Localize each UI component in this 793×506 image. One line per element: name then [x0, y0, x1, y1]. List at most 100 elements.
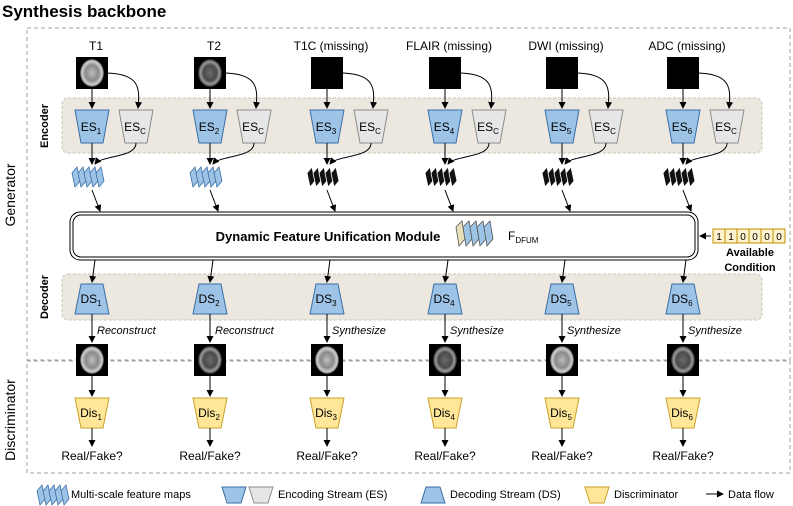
flow-arrow [559, 259, 567, 283]
condition-bit-cell [772, 228, 786, 244]
legend-decoder-icon [420, 486, 446, 504]
decoding-stream-block [665, 283, 701, 315]
common-encoding-stream-label: ESC [124, 120, 146, 136]
common-encoding-stream-block [471, 109, 507, 144]
decoding-stream-block [544, 283, 580, 315]
modality-name: T1 [89, 39, 103, 53]
condition-bit-value: 1 [716, 232, 722, 243]
decoding-stream-label: DS1 [80, 292, 102, 308]
decoding-stream-label: DS4 [433, 292, 455, 308]
encoding-stream-label: ES5 [551, 120, 572, 136]
discriminator-block [192, 397, 228, 429]
decoding-stream-block [309, 283, 345, 315]
common-encoding-stream-label: ESC [242, 120, 264, 136]
legend-feature-maps-icon [36, 484, 70, 506]
discriminator-label: Dis5 [550, 406, 572, 422]
legend-decoding: Decoding Stream (DS) [450, 489, 561, 501]
missing-input-image [667, 57, 699, 89]
decoding-stream-block [192, 283, 228, 315]
decoder-action-label: Reconstruct [97, 325, 157, 337]
real-fake-label: Real/Fake? [531, 449, 593, 463]
legend-encoder-gray-icon [248, 486, 274, 504]
decoding-stream-label: DS6 [671, 292, 693, 308]
flow-arrow [91, 189, 102, 212]
flow-arrow [564, 142, 607, 165]
condition-label-line2: Condition [724, 262, 776, 274]
legend-flow: Data flow [728, 489, 774, 501]
flow-arrow [456, 72, 496, 109]
real-fake-label: Real/Fake? [652, 449, 714, 463]
decoding-stream-label: DS2 [198, 292, 220, 308]
dfum-feature-stack-icon [455, 220, 494, 247]
common-encoding-stream-block [236, 109, 272, 144]
legend-feature-stack-shape [36, 484, 70, 506]
discriminator-label: Discriminator [2, 379, 18, 461]
decoder-action-label: Synthesize [567, 325, 621, 337]
discriminator-label: Dis6 [671, 406, 693, 422]
modality-name: ADC (missing) [648, 39, 725, 53]
condition-bit-value: 1 [728, 232, 734, 243]
feature-maps-icon [541, 166, 575, 188]
flow-arrow [212, 142, 255, 165]
encoding-stream-label: ES3 [316, 120, 337, 136]
common-encoding-stream-label: ESC [359, 120, 381, 136]
common-encoding-stream-block [118, 109, 154, 144]
encoding-stream-block [192, 109, 228, 144]
flow-arrow [324, 259, 332, 283]
flow-arrow [94, 142, 137, 165]
legend-encoding: Encoding Stream (ES) [278, 489, 387, 501]
flow-arrow [447, 142, 490, 165]
flow-arrow [209, 189, 220, 212]
page-title: Synthesis backbone [2, 2, 166, 21]
feature-maps-icon [662, 166, 696, 188]
feature-maps-icon [71, 166, 105, 188]
dfum-feature-label: FDFUM [508, 229, 539, 245]
discriminator-block [544, 397, 580, 429]
discriminator-block [74, 397, 110, 429]
decoding-stream-block [74, 283, 110, 315]
legend-discriminator-icon [584, 486, 610, 504]
encoding-stream-block [544, 109, 580, 144]
flow-arrow [329, 142, 372, 165]
condition-bit-value: 0 [740, 232, 746, 243]
decoder-action-label: Synthesize [332, 325, 386, 337]
real-fake-label: Real/Fake? [61, 449, 123, 463]
encoding-stream-block [74, 109, 110, 144]
modality-name: DWI (missing) [528, 39, 603, 53]
encoding-stream-block [309, 109, 345, 144]
real-fake-label: Real/Fake? [179, 449, 241, 463]
encoder-band-label: Encoder [39, 103, 51, 148]
decoding-stream-block [427, 283, 463, 315]
real-fake-label: Real/Fake? [296, 449, 358, 463]
flow-arrow [682, 189, 693, 212]
discriminator-label: Dis3 [315, 406, 337, 422]
decoding-stream-label: DS5 [550, 292, 572, 308]
modality-name: T1C (missing) [294, 39, 369, 53]
generator-frame [26, 27, 791, 361]
flow-arrow [326, 189, 337, 212]
missing-input-image [311, 57, 343, 89]
discriminator-label: Dis2 [198, 406, 220, 422]
feature-maps-icon [306, 166, 340, 188]
encoding-stream-label: ES1 [81, 120, 102, 136]
decoder-action-label: Reconstruct [215, 325, 275, 337]
common-encoding-stream-block [588, 109, 624, 144]
discriminator-block [309, 397, 345, 429]
missing-input-image [429, 57, 461, 89]
encoding-stream-label: ES6 [672, 120, 693, 136]
feature-maps-icon [189, 166, 223, 188]
legend-feature-maps: Multi-scale feature maps [71, 489, 191, 501]
discriminator-frame [26, 360, 791, 474]
flow-arrow [221, 72, 261, 109]
discriminator-label: Dis4 [433, 406, 455, 422]
encoding-stream-label: ES4 [434, 120, 455, 136]
common-encoding-stream-label: ESC [715, 120, 737, 136]
condition-bit-value: 0 [776, 232, 782, 243]
generator-label: Generator [2, 163, 18, 226]
